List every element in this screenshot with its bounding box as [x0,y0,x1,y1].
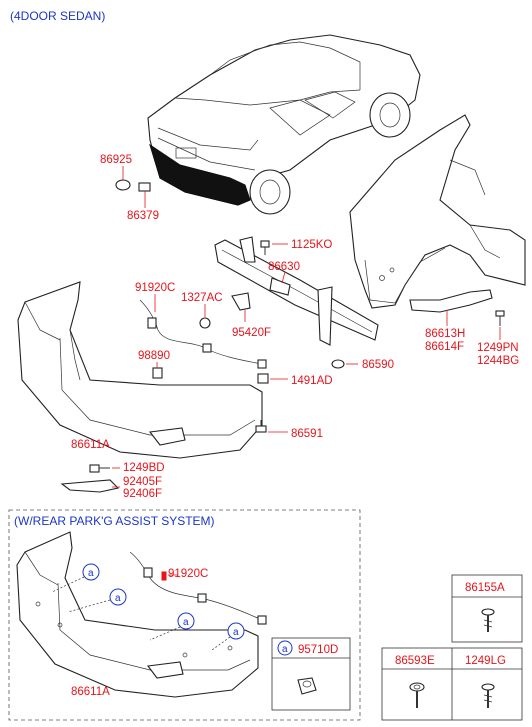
sensor-callout-3: a [149,612,195,641]
nut-86590 [331,359,345,369]
label-86613H: 86613H [425,328,465,340]
sensor-callout-2: a [67,588,127,613]
label-86630: 86630 [268,261,300,273]
svg-text:a: a [88,568,94,579]
section-title-sedan: (4DOOR SEDAN) [10,9,105,23]
part-98890 [152,367,163,379]
label-1327AC: 1327AC [181,292,223,304]
label-92406F: 92406F [123,488,162,500]
wiring-harness-91920C [139,299,267,369]
label-1491AD: 1491AD [291,375,333,387]
park-assist-bumper-cover [16,531,259,698]
reflector-92405F [60,479,120,493]
table-cell-86155A: 86155A [465,582,505,594]
table-cell-1249LG: 1249LG [465,655,506,667]
part-86925-cap [115,179,131,191]
svg-text:a: a [233,627,239,638]
label-1244BG: 1244BG [477,355,519,367]
label-86591: 86591 [291,428,323,440]
part-table: 86155A 86593E 1249LG [381,574,523,721]
label-86611A-park: 86611A [71,686,110,698]
screw-86593E-icon [409,682,425,708]
bolt-1125KO [260,240,270,255]
label-95710D: 95710D [298,644,338,656]
part-86613H-bracket [409,289,493,313]
screw-86155A-icon [481,608,495,632]
screw-1249BD [89,464,110,473]
legend-95710D-box: a 95710D [271,637,351,711]
part-86630-beam [214,236,379,346]
label-86611A-top: 86611A [71,439,110,451]
svg-text:a: a [115,593,121,604]
label-91920C-top: 91920C [135,282,175,294]
label-95420F: 95420F [232,327,271,339]
quarter-panel [349,114,526,313]
label-86590: 86590 [362,359,394,371]
label-92405F: 92405F [123,476,162,488]
label-1249BD: 1249BD [123,462,165,474]
nut-1327AC [199,317,211,329]
section-title-park-assist: (W/REAR PARK'G ASSIST SYSTEM) [14,514,215,528]
screw-1249LG-icon [481,683,495,708]
sensor-callout-4: a [211,622,245,651]
label-1249PN: 1249PN [477,342,519,354]
park-assist-wiring [129,551,267,625]
car-illustration [147,34,421,215]
table-cell-86593E: 86593E [395,655,435,667]
label-86614F: 86614F [425,341,464,353]
svg-text:a: a [183,617,189,628]
label-86925: 86925 [100,154,132,166]
part-86379-plug [138,182,151,192]
svg-text:a: a [282,644,288,655]
screw-86591 [255,420,267,433]
screw-1249PN [495,310,505,326]
park-assist-box [8,509,361,721]
label-98890: 98890 [138,350,170,362]
label-91920C-park: 91920C [168,568,208,580]
part-86611A-bumper-cover [17,281,263,459]
clip-1491AD [257,373,269,384]
bracket-95420F [231,292,251,311]
label-1125KO: 1125KO [291,239,332,251]
label-86379: 86379 [127,210,159,222]
sensor-callout-1: a [51,563,100,593]
